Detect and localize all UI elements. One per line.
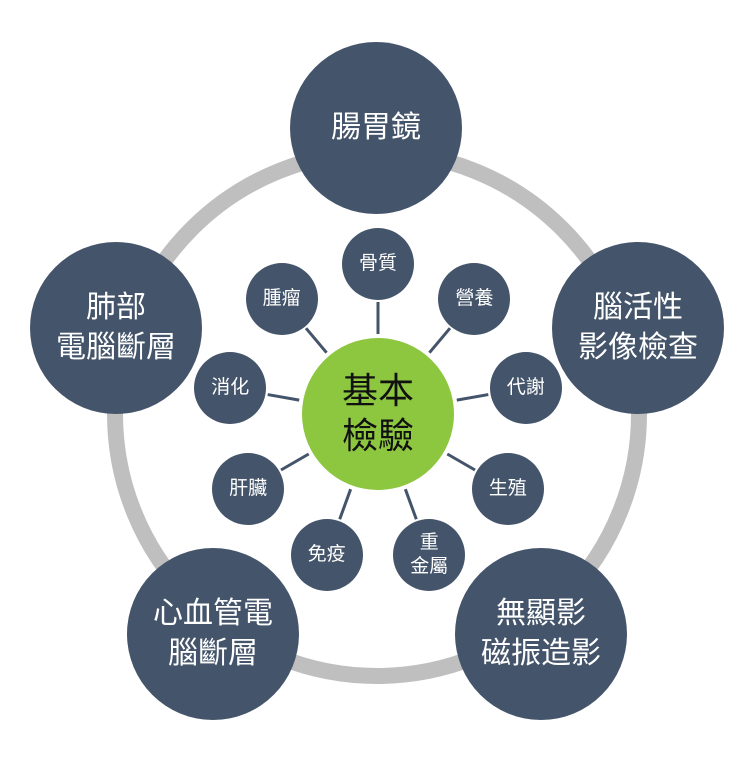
inner-node-label: 骨質 [358, 252, 397, 275]
inner-node-label: 免疫 [307, 543, 346, 566]
inner-node-metabolism: 代謝 [489, 351, 562, 424]
outer-node-colonoscopy: 腸胃鏡 [290, 42, 462, 214]
inner-node-nutrition: 營養 [438, 263, 511, 336]
inner-node-label: 重 [419, 531, 439, 554]
outer-node-label: 影像檢查 [578, 330, 698, 365]
connector-line [456, 393, 489, 402]
outer-node-label: 心血管電 [153, 595, 273, 631]
center-label: 基本 [341, 371, 414, 412]
outer-node-label: 無顯影 [496, 595, 586, 631]
outer-node-label: 磁振造影 [481, 636, 601, 671]
connector-line [428, 327, 452, 354]
outer-node-label: 腦斷層 [168, 636, 258, 671]
inner-node-label: 金屬 [410, 554, 449, 577]
inner-node-label: 生殖 [488, 477, 527, 500]
outer-node-lung-ct: 肺部 電腦斷層 [30, 242, 202, 414]
connector-line [304, 327, 328, 354]
inner-node-label: 消化 [211, 376, 250, 399]
connector-line [280, 452, 310, 472]
outer-node-label: 腸胃鏡 [331, 109, 421, 145]
outer-node-label: 腦活性 [593, 289, 683, 325]
inner-node-tumor: 腫瘤 [245, 263, 318, 336]
outer-node-cardio-ct: 心血管電 腦斷層 [127, 548, 299, 720]
center-node: 基本 檢驗 [302, 338, 454, 490]
outer-node-mri: 無顯影 磁振造影 [455, 548, 627, 720]
inner-node-reproduction: 生殖 [471, 453, 544, 525]
outer-node-label: 肺部 [86, 289, 146, 325]
inner-node-liver: 肝臟 [212, 453, 285, 525]
connector-line [446, 452, 476, 472]
inner-node-digestion: 消化 [194, 351, 267, 424]
center-label: 檢驗 [341, 416, 414, 457]
spokes [267, 302, 489, 520]
inner-node-label: 肝臟 [229, 477, 268, 500]
inner-node-label: 代謝 [506, 376, 545, 399]
connector-line [338, 488, 353, 520]
inner-node-label: 營養 [455, 287, 494, 310]
inner-node-heavy-metal: 重 金屬 [393, 518, 466, 591]
inner-node-immunity: 免疫 [290, 518, 363, 591]
inner-node-label: 腫瘤 [262, 287, 301, 310]
connector-line [403, 488, 418, 520]
connector-line [267, 393, 300, 402]
outer-node-label: 電腦斷層 [56, 330, 176, 365]
outer-node-brain-imaging: 腦活性 影像檢查 [552, 242, 724, 414]
inner-node-bone: 骨質 [342, 228, 414, 300]
